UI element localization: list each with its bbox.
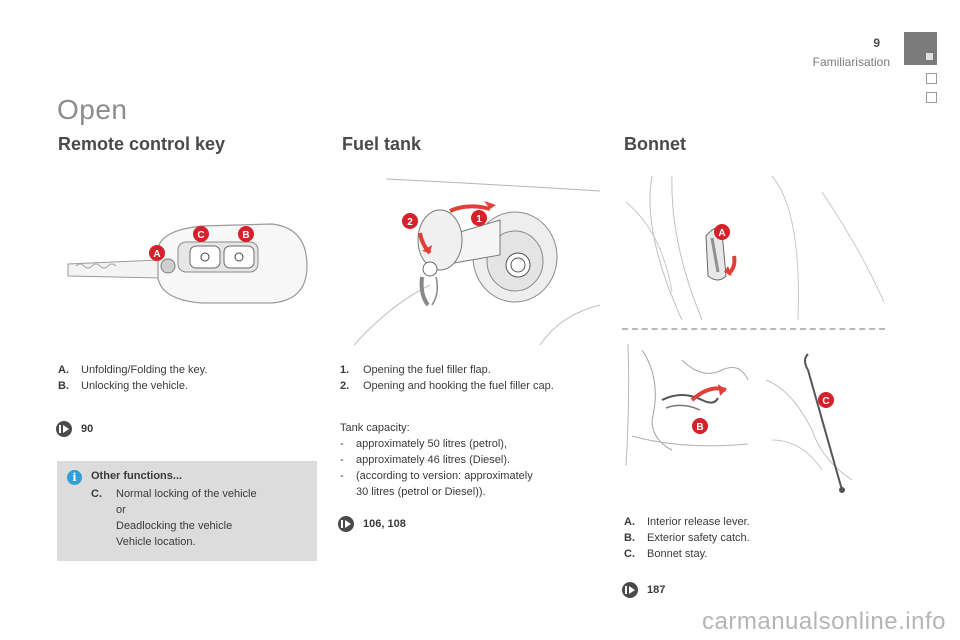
item-text: Exterior safety catch. [647,532,750,544]
remote-key-illustration: A C B [67,223,308,304]
tab-square [926,73,937,84]
reference-number: 106, 108 [363,518,406,530]
info-line: or [116,504,126,516]
tank-line: - approximately 50 litres (petrol), [340,436,533,452]
list-item: A. Unfolding/Folding the key. [58,362,207,378]
remote-heading: Remote control key [58,134,226,154]
tank-capacity: Tank capacity: - approximately 50 litres… [340,420,533,500]
tab-marker [926,53,933,60]
tank-line: - approximately 46 litres (Diesel). [340,452,533,468]
bonnet-list: A. Interior release lever. B. Exterior s… [624,514,750,562]
divider [622,328,885,330]
bullet-dash: - [340,454,344,466]
list-item: B. Exterior safety catch. [624,530,750,546]
svg-text:C: C [197,230,204,241]
svg-text:A: A [718,228,725,239]
item-label: A. [624,516,635,528]
tank-line: - (according to version: approximately [340,468,533,484]
section-tab [904,32,937,65]
info-line: Normal locking of the vehicle [116,488,257,500]
bonnet-stay-illustration: C [765,353,853,493]
bonnet-lever-illustration: A [625,175,885,320]
page-title: Open [57,94,128,125]
safety-catch-illustration: B [625,343,749,466]
callout-a: A [149,245,165,261]
svg-text:2: 2 [407,217,413,228]
item-label: 2. [340,380,350,392]
svg-text:A: A [153,249,160,260]
callout-a: A [714,224,730,240]
tank-title: Tank capacity: [340,422,410,434]
list-item: C. Bonnet stay. [624,546,750,562]
tank-text: approximately 46 litres (Diesel). [356,454,511,466]
info-item: C. Normal locking of the vehicle or Dead… [91,486,257,550]
item-text: Bonnet stay. [647,548,708,560]
list-item: 2. Opening and hooking the fuel filler c… [340,378,554,394]
svg-text:1: 1 [476,214,482,225]
callout-c: C [193,226,209,242]
watermark: carmanualsonline.info [702,608,946,635]
info-box: i Other functions... C. Normal locking o… [57,461,317,561]
reference-number: 187 [647,584,666,596]
item-label: B. [58,380,69,392]
next-page-icon [338,516,354,532]
svg-text:B: B [696,422,703,433]
tank-continuation: 30 litres (petrol or Diesel)). [356,486,486,498]
list-item: B. Unlocking the vehicle. [58,378,207,394]
tab-square [926,92,937,103]
page-reference-link[interactable]: 187 [622,582,665,598]
callout-b: B [238,226,254,242]
tank-text: (according to version: approximately [356,470,533,482]
remote-key-list: A. Unfolding/Folding the key. B. Unlocki… [58,362,207,394]
item-text: Interior release lever. [647,516,750,528]
callout-1: 1 [471,210,487,226]
item-label: C. [91,488,102,500]
reference-number: 90 [81,423,94,435]
next-page-icon [622,582,638,598]
section-name: Familiarisation [812,55,890,69]
fuel-tank-illustration: 1 2 [353,178,601,346]
bullet-dash: - [340,438,344,450]
svg-text:B: B [242,230,249,241]
fuel-tank-list: 1. Opening the fuel filler flap. 2. Open… [340,362,554,394]
page-reference-link[interactable]: 90 [56,421,93,437]
svg-text:C: C [822,396,829,407]
info-line: Deadlocking the vehicle [116,520,233,532]
callout-2: 2 [402,213,418,229]
info-line: Vehicle location. [116,536,196,548]
callout-b: B [692,418,708,434]
info-title: Other functions... [91,470,183,482]
fuel-heading: Fuel tank [342,134,422,154]
item-label: A. [58,364,69,376]
info-lines: Normal locking of the vehicle or Deadloc… [116,486,257,550]
list-item: 1. Opening the fuel filler flap. [340,362,554,378]
item-label: B. [624,532,635,544]
item-label: 1. [340,364,350,376]
info-icon: i [67,470,82,485]
item-text: Unfolding/Folding the key. [81,364,208,376]
bullet-dash: - [340,470,344,482]
next-page-icon [56,421,72,437]
bonnet-heading: Bonnet [624,134,686,154]
item-text: Opening the fuel filler flap. [363,364,491,376]
item-label: C. [624,548,635,560]
item-text: Opening and hooking the fuel filler cap. [363,380,554,392]
tank-text: approximately 50 litres (petrol), [356,438,508,450]
page-number: 9 [873,36,880,50]
list-item: A. Interior release lever. [624,514,750,530]
item-text: Unlocking the vehicle. [81,380,189,392]
page-reference-link[interactable]: 106, 108 [338,516,406,532]
callout-c: C [818,392,834,408]
